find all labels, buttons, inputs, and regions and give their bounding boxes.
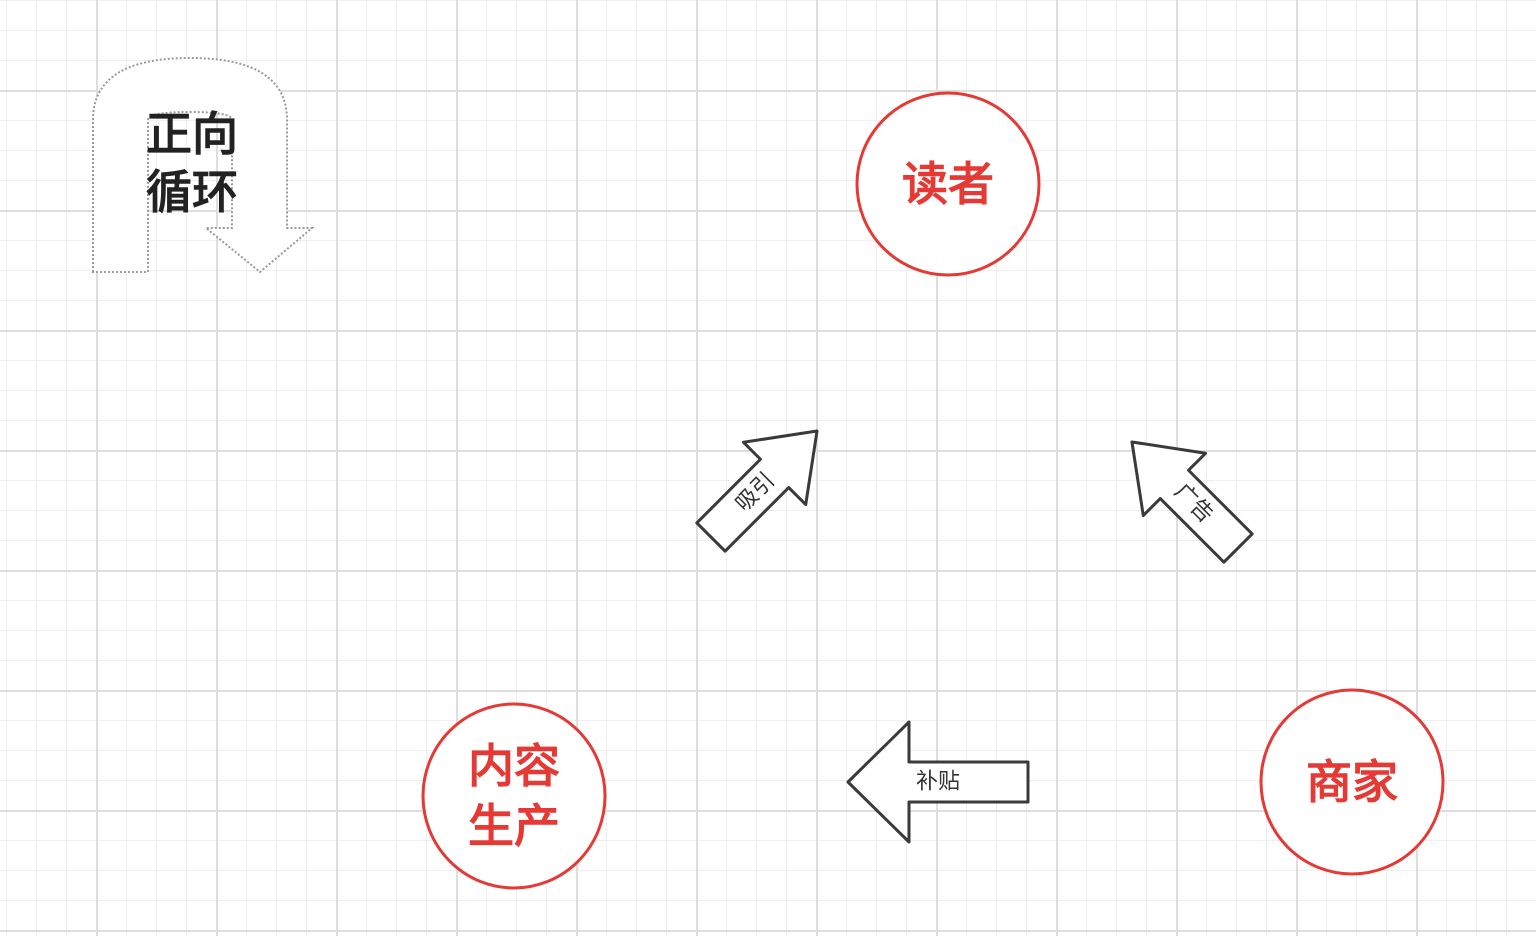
node-reader-circle	[855, 91, 1041, 277]
node-content-production[interactable]: 内容 生产	[421, 702, 607, 890]
arrow-subsidy-label: 补贴	[916, 770, 960, 795]
node-content-production-label-line2: 生产	[468, 799, 560, 853]
legend-uturn-arrow[interactable]: 正向 循环	[92, 56, 315, 274]
arrow-subsidy-shape	[846, 720, 1030, 844]
node-merchant[interactable]: 商家	[1259, 688, 1445, 876]
arrow-subsidy[interactable]: 补贴	[846, 720, 1030, 844]
node-content-production-circle	[421, 702, 607, 890]
node-content-production-label-line1: 内容	[468, 739, 560, 793]
arrow-attract[interactable]: 吸引	[680, 400, 848, 568]
node-merchant-circle	[1259, 688, 1445, 876]
node-reader-label: 读者	[902, 157, 994, 211]
node-reader[interactable]: 读者	[855, 91, 1041, 277]
legend-label-line2: 循环	[146, 165, 238, 219]
arrow-attract-shape	[695, 429, 819, 553]
node-merchant-label: 商家	[1306, 755, 1398, 809]
arrow-ads[interactable]: 广告	[1101, 411, 1269, 579]
legend-label-line1: 正向	[146, 107, 238, 161]
legend-uturn-shape	[92, 56, 315, 274]
arrow-ads-shape	[1130, 440, 1254, 564]
